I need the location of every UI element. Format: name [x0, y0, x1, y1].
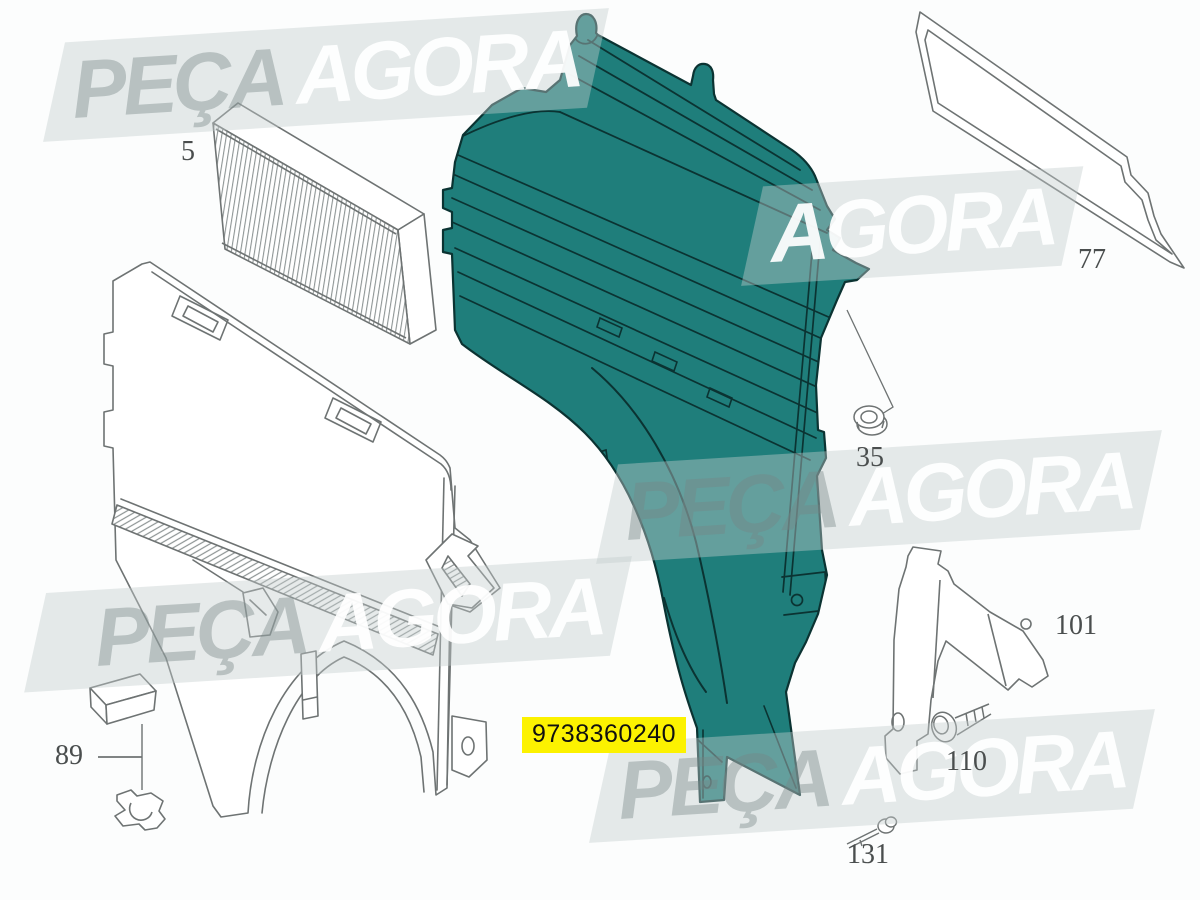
side-panel-drawing	[103, 261, 501, 818]
part-label-rivet: 131	[847, 839, 889, 870]
part-label-seal: 77	[1078, 244, 1106, 275]
screw-drawing	[930, 703, 992, 743]
part-label-pad-clip: 89	[55, 740, 83, 771]
pad-and-clip-drawing	[89, 673, 166, 831]
rivet-drawing	[846, 816, 898, 849]
part-label-screw: 110	[946, 746, 987, 777]
part-label-nut: 35	[856, 442, 884, 473]
cabin-filter-drawing	[212, 102, 437, 345]
part-label-filter: 5	[181, 136, 195, 167]
hvac-housing-drawing	[441, 12, 871, 804]
seal-drawing	[915, 11, 1185, 269]
highlighted-part-number: 9738360240	[522, 717, 687, 753]
bracket-drawing	[884, 546, 1049, 775]
nut-drawing	[846, 309, 894, 436]
part-label-bracket: 101	[1055, 610, 1097, 641]
